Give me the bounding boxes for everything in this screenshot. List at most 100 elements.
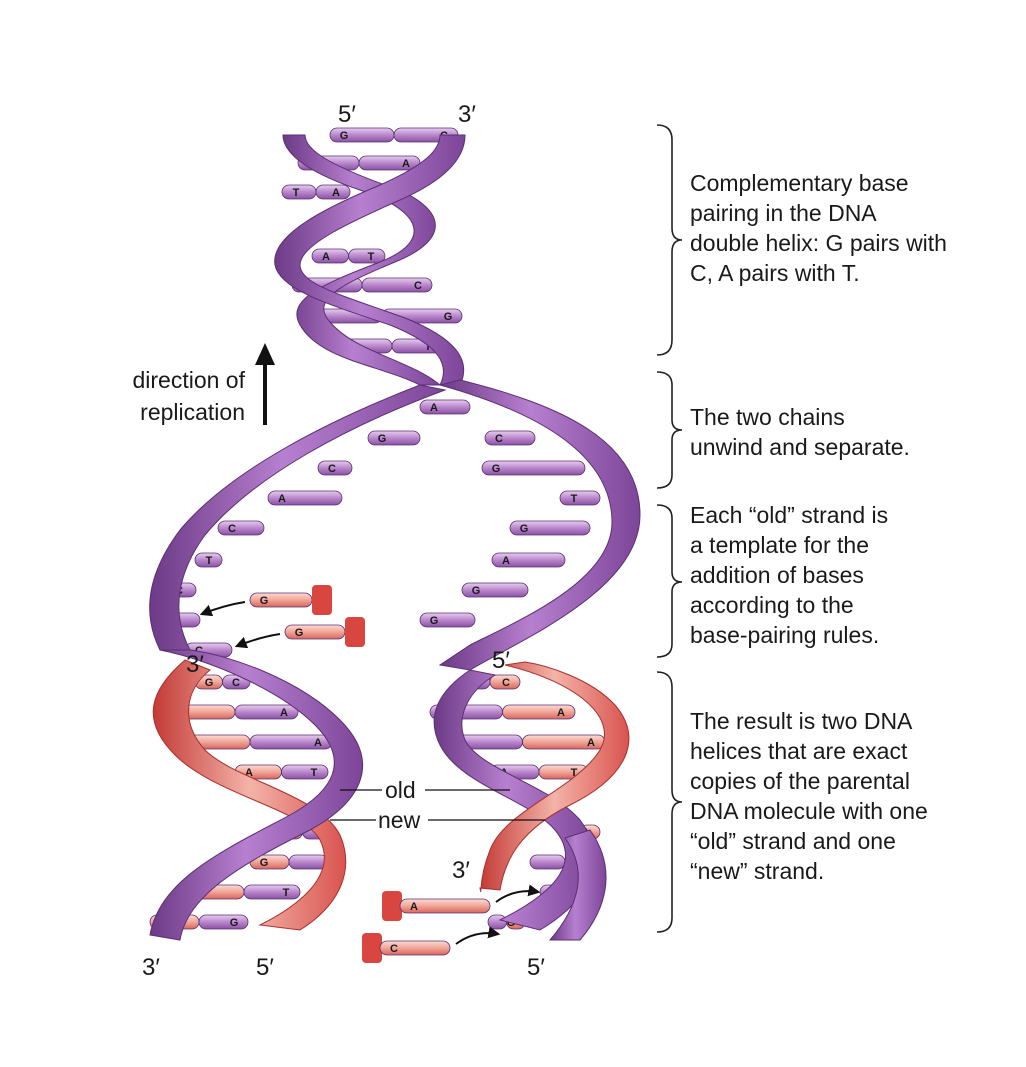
caption-3-line: addition of bases <box>690 562 864 588</box>
top-pair-2-left-base: T <box>281 184 317 200</box>
base-letter: G <box>295 627 304 639</box>
base-letter: T <box>311 767 318 779</box>
fork-left-base-0: G <box>367 430 421 446</box>
left-daughter-pair-7-right-base: G <box>198 914 249 930</box>
fork-right-base-3: T <box>559 490 601 506</box>
caption-4-line: DNA molecule with one <box>690 798 928 824</box>
caption-2-line: The two chains <box>690 404 845 430</box>
base-letter: T <box>368 251 375 263</box>
base-letter: A <box>402 158 410 170</box>
direction-label-line2: replication <box>140 399 245 425</box>
base-letter: A <box>280 707 288 719</box>
caption-3-line: Each “old” strand is <box>690 502 889 528</box>
base-letter: A <box>410 901 418 913</box>
bottom-mid-left-end-label: 5′ <box>256 954 274 981</box>
top-pair-4-right-base: C <box>361 277 433 293</box>
incoming-arrow-icon <box>455 926 501 945</box>
new-strand-left <box>152 659 347 931</box>
base-letter: C <box>390 943 398 955</box>
caption-1-line: C, A pairs with T. <box>690 260 860 286</box>
left-daughter-pair-3-right-base: T <box>281 764 329 780</box>
incoming-arrow-icon <box>199 601 246 617</box>
base-letter: G <box>260 595 269 607</box>
base-letter: G <box>444 311 453 323</box>
top-pair-1-right-base: A <box>358 155 421 171</box>
right-daughter-pair-7-left-base <box>487 914 507 930</box>
incoming-nucleotide-right-0: A <box>399 898 491 914</box>
new-strand-end-label: 3′ <box>452 857 470 884</box>
labels-layer: 5′ 3′ 3′ 5′ 5′ 3′ 5′ 3′ direction of rep… <box>132 101 545 981</box>
top-pair-0-left-base: G <box>329 127 395 143</box>
base-letter: A <box>587 737 595 749</box>
phosphate-cap-icon <box>362 933 382 963</box>
fork-left-base-1: C <box>317 460 353 476</box>
caption-4-line: “old” strand and one <box>690 828 896 854</box>
brace-3-icon <box>656 504 683 658</box>
top-pair-3-left-base: A <box>311 248 349 264</box>
fork-right-base-6: G <box>461 582 529 598</box>
base-letter: T <box>425 341 432 353</box>
caption-unwind: The two chains unwind and separate. <box>690 402 910 462</box>
caption-4-line: The result is two DNA <box>690 708 913 734</box>
old-strand-right-lower <box>548 829 607 941</box>
base-letter: C <box>414 280 422 292</box>
base-letter: G <box>520 523 529 535</box>
fork-right-base-7: G <box>419 612 476 628</box>
brace-4-icon <box>656 671 683 933</box>
fork-right-base-4: G <box>509 520 591 536</box>
base-letter: C <box>228 523 236 535</box>
fork-right-base-0: A <box>419 399 471 415</box>
base-pairs-layer: GCTATAATGCCGATGCACTCCCACGTGAGGGGGCTATAAT… <box>149 127 606 963</box>
caption-braces <box>656 124 683 933</box>
old-label: old <box>385 777 416 803</box>
left-daughter-pair-1-right-base: A <box>234 704 299 720</box>
incoming-nucleotide-right-1: C <box>379 940 451 956</box>
base-letter: G <box>205 677 214 689</box>
caption-1-line: double helix: G pairs with <box>690 230 947 256</box>
right-daughter-pair-2-right-base: A <box>522 734 606 750</box>
base-letter: G <box>472 585 481 597</box>
caption-4-line: “new” strand. <box>690 858 825 884</box>
fork-left-base-4: T <box>194 552 223 568</box>
base-letter: A <box>332 187 340 199</box>
base-letter: T <box>283 887 290 899</box>
left-daughter-pair-6-right-base: T <box>243 884 301 900</box>
base-letter: G <box>230 917 239 929</box>
base-letter: A <box>314 737 322 749</box>
fork-right-base-5: A <box>491 552 566 568</box>
left-daughter-pair-2-right-base: A <box>249 734 333 750</box>
base-letter: C <box>502 677 510 689</box>
base-letter: T <box>206 555 213 567</box>
brace-2-icon <box>656 371 683 489</box>
left-daughter-pair-5-right-base <box>288 854 329 870</box>
caption-3-line: a template for the <box>690 532 869 558</box>
phosphate-cap-icon <box>382 891 402 921</box>
base-letter: A <box>245 767 253 779</box>
fork-right-base-1: C <box>484 430 536 446</box>
caption-result: The result is two DNA helices that are e… <box>690 706 928 886</box>
caption-template: Each “old” strand is a template for the … <box>690 500 888 650</box>
new-strand-right <box>479 661 630 893</box>
right-daughter-pair-1-right-base: A <box>502 704 576 720</box>
base-letter: C <box>232 677 240 689</box>
base-letter: A <box>430 402 438 414</box>
caption-4-line: helices that are exact <box>690 738 908 764</box>
phosphate-cap-icon <box>345 617 365 647</box>
fork-left-base-2: A <box>267 490 343 506</box>
base-letter: G <box>378 433 387 445</box>
backbone-strands-layer <box>149 134 641 941</box>
base-letter: C <box>328 463 336 475</box>
base-letter: T <box>571 767 578 779</box>
base-letter: G <box>492 463 501 475</box>
bottom-right-end-label: 5′ <box>527 954 545 981</box>
left-fork-end-label: 3′ <box>186 651 204 678</box>
right-daughter-pair-5-left-base <box>529 854 566 870</box>
fork-left-base-3: C <box>217 520 265 536</box>
caption-2-line: unwind and separate. <box>690 434 910 460</box>
top-pair-2-right-base: A <box>315 184 351 200</box>
base-letter: G <box>340 130 349 142</box>
base-letter: G <box>430 615 439 627</box>
top-right-end-label: 3′ <box>458 101 476 128</box>
